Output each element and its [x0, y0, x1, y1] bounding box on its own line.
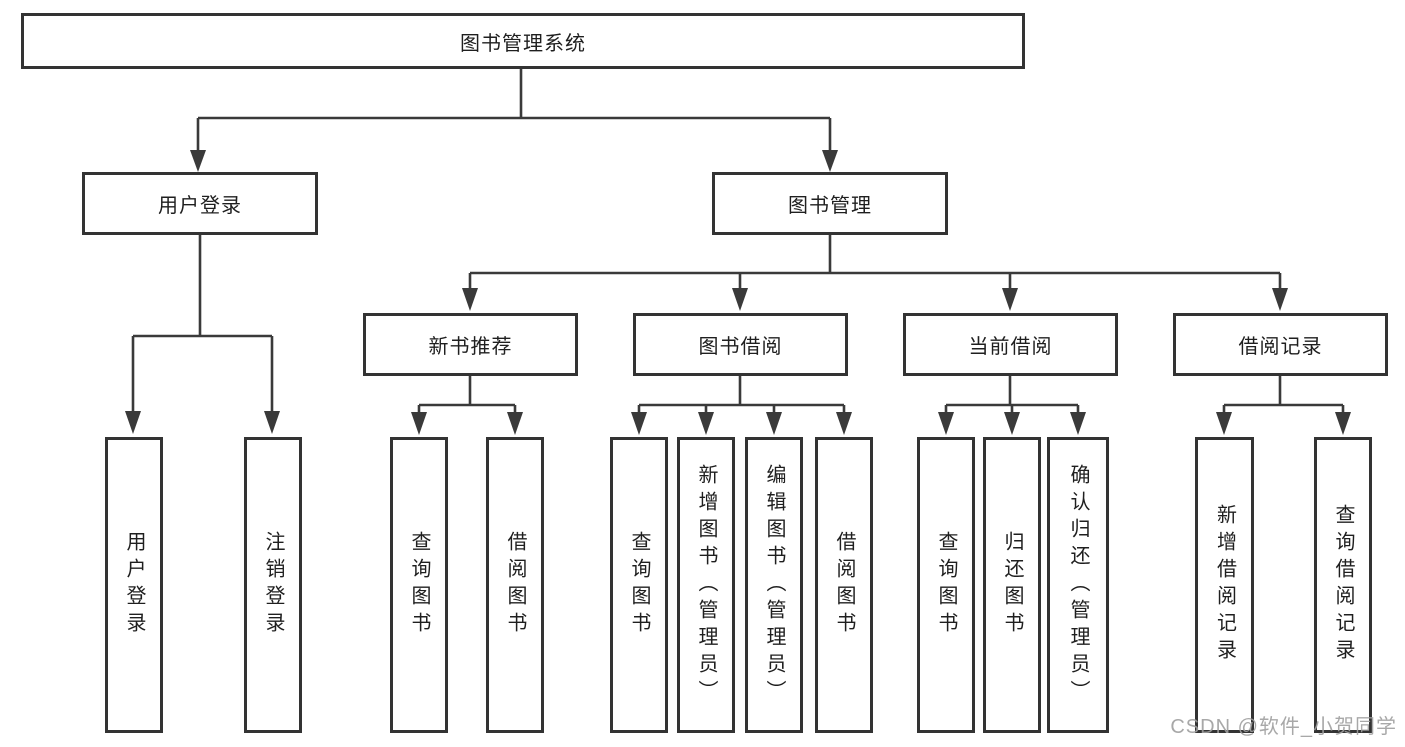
- leaf-add-book-admin-label: 新增图书（管理员）: [695, 463, 717, 707]
- leaf-borrow-query-books: 查询图书: [610, 437, 668, 733]
- node-new-book-recommend-label: 新书推荐: [428, 336, 513, 358]
- leaf-current-query-books-label: 查询图书: [935, 531, 957, 639]
- node-borrow-records: 借阅记录: [1173, 313, 1388, 376]
- leaf-edit-book-admin: 编辑图书（管理员）: [745, 437, 803, 733]
- node-user-login-branch: 用户登录: [82, 172, 318, 235]
- leaf-edit-book-admin-label: 编辑图书（管理员）: [763, 463, 785, 707]
- leaf-borrow-query-books-label: 查询图书: [628, 531, 650, 639]
- node-current-borrow-label: 当前借阅: [968, 336, 1053, 358]
- node-current-borrow: 当前借阅: [903, 313, 1118, 376]
- node-new-book-recommend: 新书推荐: [363, 313, 578, 376]
- node-borrow-records-label: 借阅记录: [1238, 336, 1323, 358]
- leaf-recommend-borrow-books: 借阅图书: [486, 437, 544, 733]
- connector-borrow-records-to-leaves: [1216, 376, 1351, 435]
- connector-root-to-level2: [190, 69, 838, 172]
- leaf-current-query-books: 查询图书: [917, 437, 975, 733]
- leaf-query-borrow-record: 查询借阅记录: [1314, 437, 1372, 733]
- leaf-return-book: 归还图书: [983, 437, 1041, 733]
- leaf-add-borrow-record-label: 新增借阅记录: [1213, 504, 1236, 666]
- node-root-label: 图书管理系统: [460, 32, 586, 55]
- leaf-confirm-return-admin: 确认归还（管理员）: [1047, 437, 1109, 733]
- csdn-watermark: CSDN @软件_小贺同学: [1170, 716, 1397, 738]
- leaf-query-borrow-record-label: 查询借阅记录: [1332, 504, 1354, 666]
- leaf-borrow-book: 借阅图书: [815, 437, 873, 733]
- node-book-management-branch: 图书管理: [712, 172, 948, 235]
- node-book-management-branch-label: 图书管理: [788, 195, 872, 217]
- leaf-add-borrow-record: 新增借阅记录: [1195, 437, 1254, 733]
- leaf-borrow-book-label: 借阅图书: [833, 531, 855, 639]
- connector-book-management-to-level3: [462, 235, 1288, 311]
- leaf-recommend-borrow-books-label: 借阅图书: [504, 531, 526, 639]
- node-book-borrow-label: 图书借阅: [698, 336, 783, 358]
- leaf-logout-label: 注销登录: [262, 531, 284, 639]
- leaf-add-book-admin: 新增图书（管理员）: [677, 437, 735, 733]
- connector-user-login-to-leaves: [125, 235, 280, 434]
- connector-new-book-recommend-to-leaves: [411, 376, 523, 435]
- leaf-return-book-label: 归还图书: [1001, 531, 1023, 639]
- leaf-recommend-query-books: 查询图书: [390, 437, 448, 733]
- leaf-user-login: 用户登录: [105, 437, 163, 733]
- node-user-login-branch-label: 用户登录: [158, 195, 242, 217]
- leaf-recommend-query-books-label: 查询图书: [408, 531, 430, 639]
- connector-current-borrow-to-leaves: [938, 376, 1086, 435]
- node-root-system: 图书管理系统: [21, 13, 1025, 69]
- node-book-borrow: 图书借阅: [633, 313, 848, 376]
- connector-book-borrow-to-leaves: [631, 376, 852, 435]
- leaf-user-login-label: 用户登录: [123, 531, 145, 639]
- leaf-confirm-return-admin-label: 确认归还（管理员）: [1067, 463, 1089, 707]
- leaf-logout: 注销登录: [244, 437, 302, 733]
